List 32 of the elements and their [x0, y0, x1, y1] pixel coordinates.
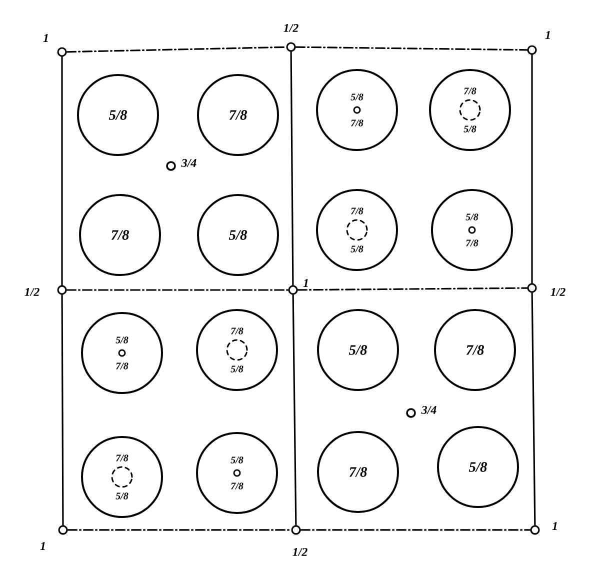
- line: [300, 529, 531, 531]
- corner-label: 1: [552, 522, 557, 530]
- line: [292, 294, 297, 526]
- line: [290, 51, 294, 286]
- fraction-label: 3/4: [181, 158, 196, 168]
- line: [67, 529, 292, 531]
- line: [66, 46, 287, 53]
- junction-point: [527, 45, 537, 55]
- line: [531, 54, 533, 284]
- line: [531, 292, 536, 526]
- corner-label: 1: [303, 279, 308, 287]
- corner-label: 1: [40, 542, 45, 550]
- fraction-label: 3/4: [421, 406, 436, 414]
- corner-label: 1/2: [292, 548, 308, 556]
- line: [295, 46, 528, 51]
- corner-label: 1/2: [284, 24, 298, 32]
- junction-point: [291, 525, 301, 535]
- line: [66, 289, 289, 291]
- junction-point: [286, 42, 296, 52]
- line: [61, 294, 64, 526]
- junction-point: [57, 47, 67, 57]
- corner-label: 1/2: [24, 288, 40, 296]
- corner-label: 1: [43, 34, 48, 42]
- junction-point: [288, 285, 298, 295]
- junction-point: [57, 285, 67, 295]
- corner-label: 1: [545, 31, 550, 39]
- corner-label: 1/2: [550, 288, 566, 296]
- junction-point: [530, 525, 540, 535]
- junction-point: [58, 525, 68, 535]
- junction-point: [527, 283, 537, 293]
- line: [61, 56, 63, 286]
- line: [297, 287, 528, 291]
